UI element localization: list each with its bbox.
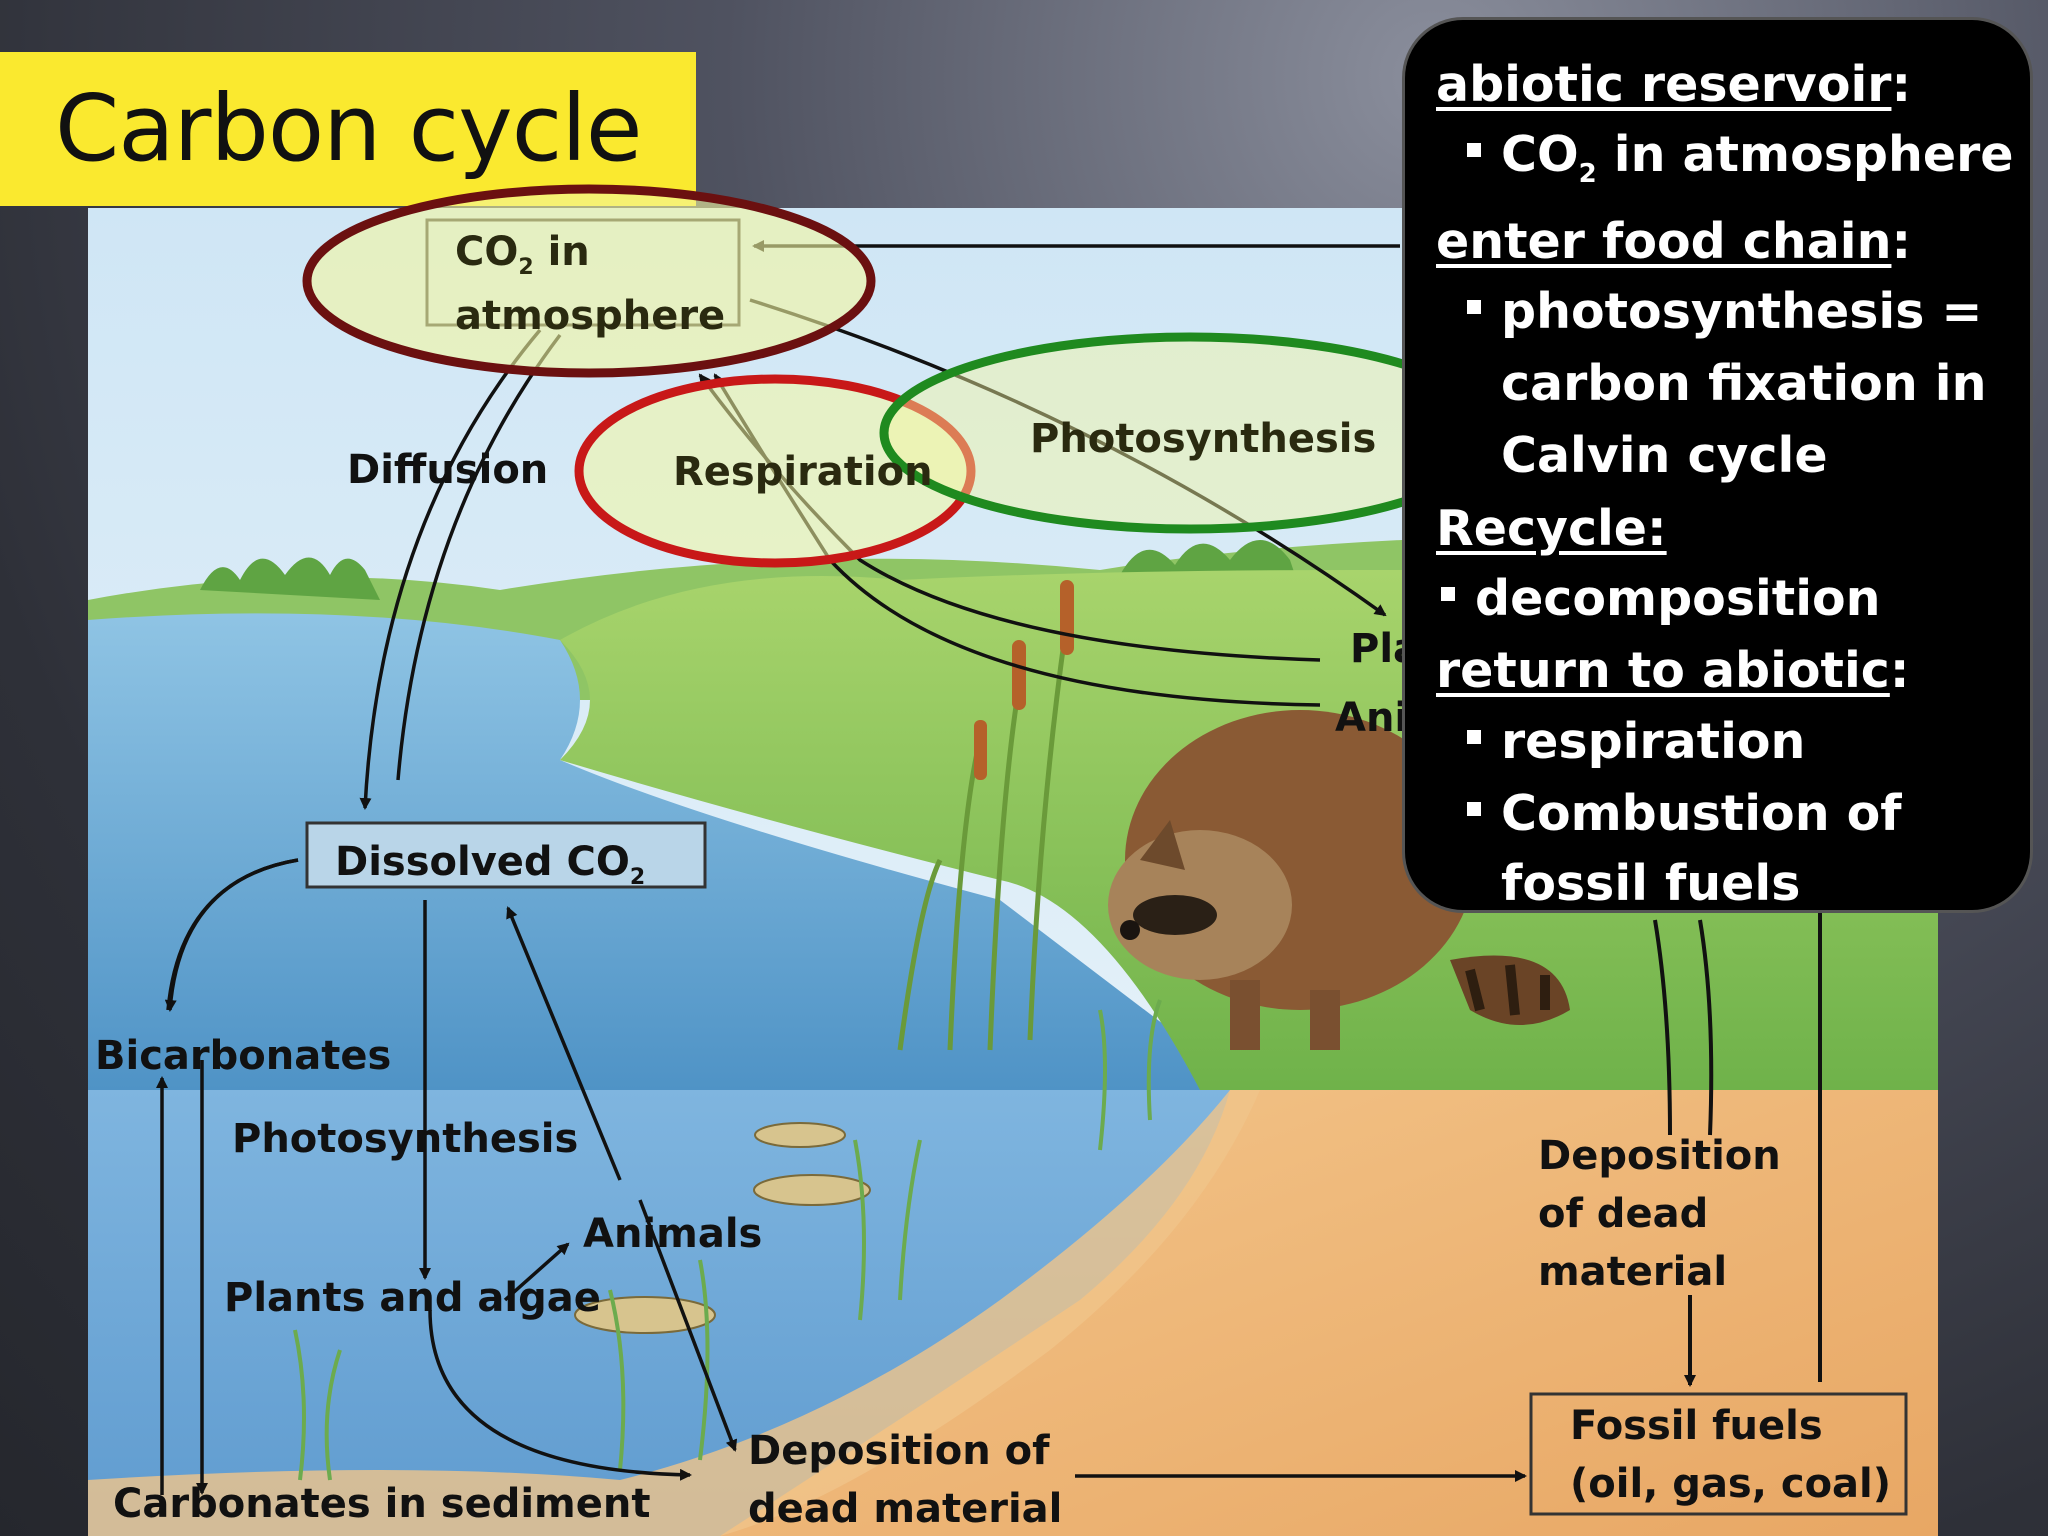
diffusion-label: Diffusion [347,447,549,493]
bullet-icon [1467,299,1481,314]
tree-line [200,557,380,600]
bullet-icon [1467,142,1481,157]
co2-atmosphere-item: CO2 in atmosphere [1467,126,2013,190]
photosynthesis-water-label: Photosynthesis [232,1116,579,1162]
photosynthesis-item-line3: Calvin cycle [1501,427,1828,484]
photosynthesis-item: photosynthesis = [1467,283,1982,342]
title-banner [0,52,696,206]
fossil-lines [1653,880,1822,1387]
dissolved-co2-box [305,821,707,889]
atmosphere-highlight-circle [302,184,876,378]
photosynthesis-land-label: Photosynthesis [1030,416,1377,462]
recycle-heading: Recycle: [1436,500,1667,557]
abiotic-reservoir-heading: abiotic reservoir: [1436,56,1912,113]
deposition-water-label-line2: dead material [748,1486,1063,1532]
carbonates-in-sediment-label: Carbonates in sediment [113,1481,651,1527]
fish [574,1122,871,1334]
plants-and-algae-label: Plants and algae [224,1275,601,1321]
soil [720,1090,1938,1536]
fossil-fuels-label: Fossil fuels [1570,1403,1823,1449]
return-to-abiotic-heading: return to abiotic: [1436,642,1910,699]
fossil-fuels-label-line2: (oil, gas, coal) [1570,1461,1892,1507]
info-panel: abiotic reservoir: CO2 in atmosphere ent… [1405,20,2030,912]
co2-atmosphere-label-line2: atmosphere [455,293,726,339]
animals-label-partial: Ani [1335,695,1409,741]
decomposition-item: decomposition [1441,570,1881,629]
enter-food-chain-heading: enter food chain: [1436,213,1912,270]
fossil-fuels-box [1529,1392,1908,1516]
slide-title: Carbon cycle [55,75,642,182]
combustion-item: Combustion of [1467,785,1902,844]
deposition-land-label-line3: material [1538,1249,1728,1295]
deposition-land-label-line2: of dead [1538,1191,1709,1237]
dissolved-co2-label: Dissolved CO2 [335,839,646,890]
deposition-water-label: Deposition of [748,1428,1050,1474]
bicarbonates-label: Bicarbonates [95,1033,392,1079]
animals-water-label: Animals [583,1211,763,1257]
deposition-land-label: Deposition [1538,1133,1781,1179]
respiration-item: respiration [1467,713,1805,772]
water-plants [293,999,1162,1481]
cattail-heads [974,580,1074,780]
co2-atmosphere-label: CO2 in [455,229,590,280]
combustion-item-line2: fossil fuels [1501,855,1801,912]
bullet-icon [1467,729,1481,744]
bullet-icon [1441,586,1455,601]
bullet-icon [1467,801,1481,816]
respiration-label: Respiration [673,449,933,495]
respiration-highlight-circle [574,374,976,568]
raccoon [1108,710,1570,1050]
photosynthesis-item-line2: carbon fixation in [1501,355,1987,412]
